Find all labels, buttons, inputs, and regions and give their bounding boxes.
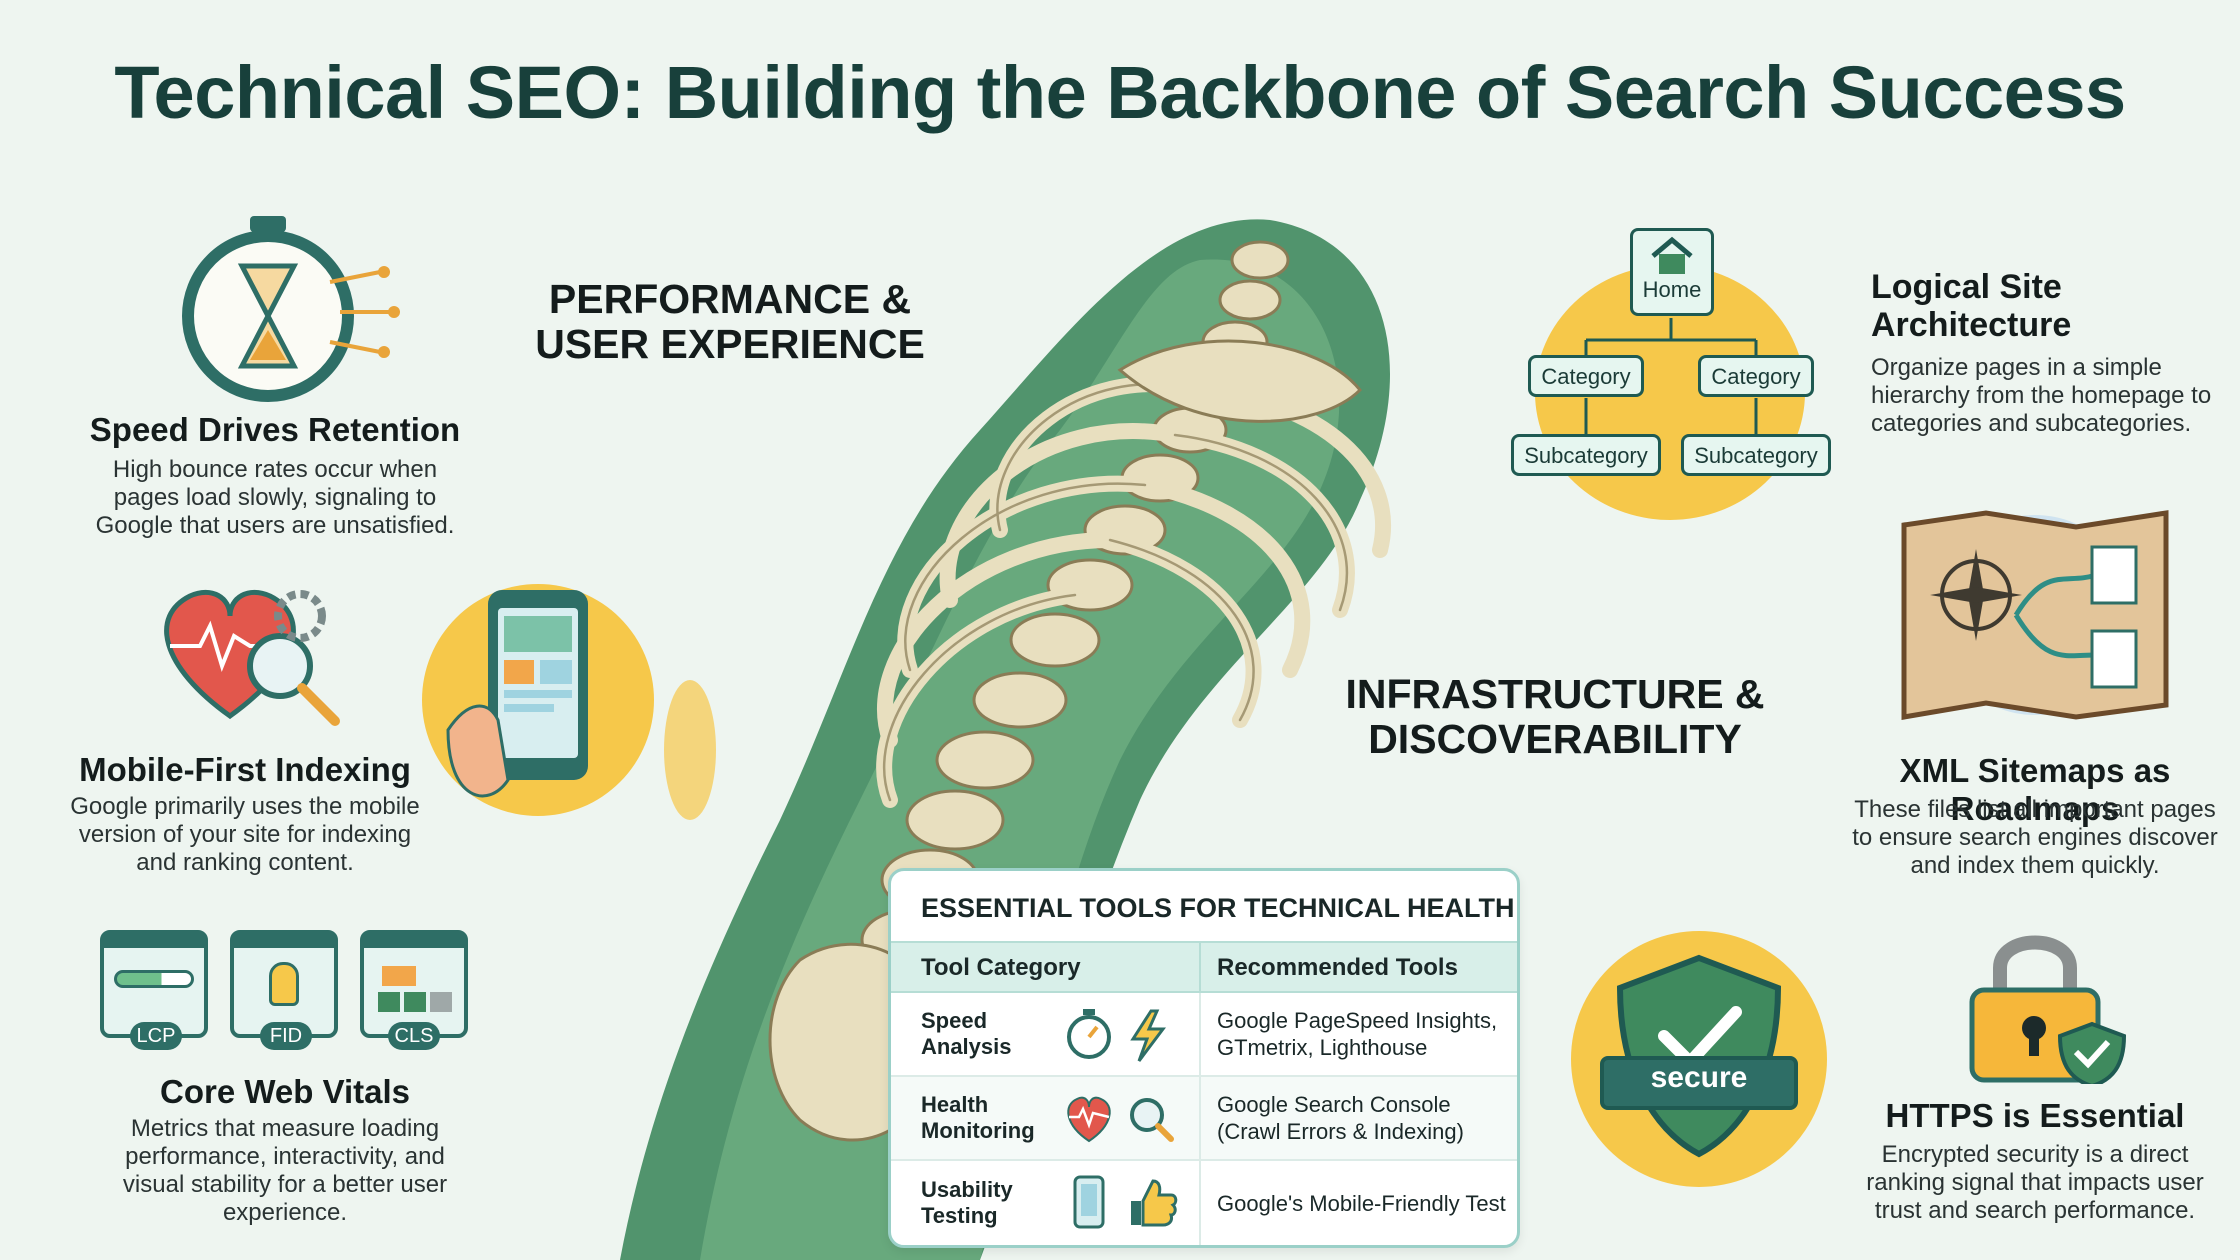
site-tree-connectors bbox=[1584, 318, 1758, 434]
row-icons bbox=[1073, 1175, 1178, 1229]
row-icons bbox=[1067, 1009, 1166, 1062]
row-category-line-2: Monitoring bbox=[921, 1118, 1035, 1143]
sitemaps-line-2: to ensure search engines discover bbox=[1852, 824, 2218, 851]
row-category-cell: Health Monitoring bbox=[891, 1077, 1201, 1159]
table-row: Usability Testing Google's Mobile-Friend… bbox=[891, 1161, 1517, 1245]
phone-icon bbox=[1073, 1175, 1105, 1229]
row-tools-line-1: Google's Mobile-Friendly Test bbox=[1217, 1190, 1506, 1216]
row-icons bbox=[1067, 1096, 1174, 1143]
row-tools-line-2: GTmetrix, Lighthouse bbox=[1217, 1035, 1428, 1060]
row-tools-cell: Google PageSpeed Insights, GTmetrix, Lig… bbox=[1201, 1007, 1517, 1061]
page-title: Technical SEO: Building the Backbone of … bbox=[114, 51, 2126, 134]
tools-table-title: ESSENTIAL TOOLS FOR TECHNICAL HEALTH bbox=[921, 893, 1515, 923]
row-category-label: Speed Analysis bbox=[921, 1008, 1041, 1060]
tree-node-category-right: Category bbox=[1698, 355, 1814, 397]
header-recommended-tools: Recommended Tools bbox=[1217, 954, 1458, 981]
magnifier-icon bbox=[1130, 1098, 1174, 1142]
cwv-line-2: performance, interactivity, and bbox=[125, 1143, 445, 1170]
performance-heading-line-1: PERFORMANCE & bbox=[548, 276, 912, 322]
header-tool-category: Tool Category bbox=[891, 943, 1201, 991]
speed-line-3: Google that users are unsatisfied. bbox=[95, 512, 455, 539]
https-line-3: trust and search performance. bbox=[1874, 1197, 2196, 1224]
stopwatch-icon bbox=[1067, 1009, 1111, 1059]
performance-heading: PERFORMANCE & USER EXPERIENCE bbox=[520, 277, 940, 367]
architecture-title-line-2: Architecture bbox=[1871, 306, 2072, 344]
lcp-badge: LCP bbox=[130, 1022, 182, 1050]
spine-illustration bbox=[620, 219, 1392, 1260]
https-line-2: ranking signal that impacts user bbox=[1866, 1169, 2204, 1196]
cwv-card-title: Core Web Vitals bbox=[159, 1073, 411, 1110]
mobile-card-body: Google primarily uses the mobile version… bbox=[40, 793, 450, 877]
cwv-card-body: Metrics that measure loading performance… bbox=[75, 1115, 495, 1227]
architecture-line-2: hierarchy from the homepage to bbox=[1871, 382, 2212, 409]
secure-badge-label: secure bbox=[1650, 1061, 1748, 1094]
stopwatch-icon bbox=[182, 216, 400, 402]
sitemaps-card-title: XML Sitemaps as Roadmaps bbox=[1899, 752, 2171, 827]
architecture-line-3: categories and subcategories. bbox=[1871, 410, 2192, 437]
infrastructure-heading-line-2: DISCOVERABILITY bbox=[1368, 716, 1742, 762]
treasure-map-icon bbox=[1901, 510, 2169, 720]
infrastructure-heading: INFRASTRUCTURE & DISCOVERABILITY bbox=[1320, 672, 1790, 762]
cwv-line-3: visual stability for a better user bbox=[122, 1171, 448, 1198]
architecture-card-title: Logical Site Architecture bbox=[1871, 268, 2071, 344]
row-tools-line-1: Google PageSpeed Insights, bbox=[1217, 1008, 1498, 1033]
speed-card-title: Speed Drives Retention bbox=[89, 411, 461, 448]
lightning-icon bbox=[1130, 1009, 1166, 1062]
row-category-label: Health Monitoring bbox=[921, 1092, 1041, 1144]
row-category-label: Usability Testing bbox=[921, 1177, 1041, 1229]
tree-home-label: Home bbox=[1642, 277, 1702, 302]
row-tools-cell: Google's Mobile-Friendly Test bbox=[1201, 1190, 1517, 1217]
architecture-card-body: Organize pages in a simple hierarchy fro… bbox=[1871, 354, 2231, 438]
table-row: Speed Analysis Google PageSpeed Insights… bbox=[891, 993, 1517, 1077]
speed-line-1: High bounce rates occur when bbox=[112, 456, 438, 483]
tools-table: ESSENTIAL TOOLS FOR TECHNICAL HEALTH Too… bbox=[888, 868, 1520, 1248]
row-category-cell: Speed Analysis bbox=[891, 993, 1201, 1075]
cls-window-icon bbox=[360, 930, 468, 1038]
speed-card-body: High bounce rates occur when pages load … bbox=[60, 456, 490, 540]
sitemaps-card-body: These files list all important pages to … bbox=[1830, 796, 2240, 880]
architecture-title-line-1: Logical Site bbox=[1871, 268, 2062, 306]
table-row: Health Monitoring Google Search Console … bbox=[891, 1077, 1517, 1161]
speed-line-2: pages load slowly, signaling to bbox=[113, 484, 437, 511]
row-category-cell: Usability Testing bbox=[891, 1161, 1201, 1245]
heart-magnifier-icon bbox=[164, 589, 340, 726]
mobile-line-1: Google primarily uses the mobile bbox=[70, 793, 420, 820]
tree-node-category-left: Category bbox=[1528, 355, 1644, 397]
performance-heading-line-2: USER EXPERIENCE bbox=[535, 321, 925, 367]
cwv-line-4: experience. bbox=[222, 1199, 348, 1226]
row-category-line-1: Health bbox=[921, 1092, 989, 1117]
infrastructure-heading-line-1: INFRASTRUCTURE & bbox=[1345, 671, 1765, 717]
https-card-body: Encrypted security is a direct ranking s… bbox=[1830, 1141, 2240, 1225]
sitemaps-line-3: and index them quickly. bbox=[1910, 852, 2160, 879]
https-line-1: Encrypted security is a direct bbox=[1881, 1141, 2189, 1168]
architecture-line-1: Organize pages in a simple bbox=[1871, 354, 2162, 381]
cwv-line-1: Metrics that measure loading bbox=[130, 1115, 440, 1142]
https-card-title: HTTPS is Essential bbox=[1885, 1097, 2185, 1134]
mobile-line-3: and ranking content. bbox=[136, 849, 354, 876]
heartbeat-icon bbox=[1067, 1096, 1111, 1143]
mobile-card-title: Mobile-First Indexing bbox=[79, 751, 411, 788]
home-icon bbox=[1651, 236, 1693, 274]
tools-table-header: Tool Category Recommended Tools bbox=[891, 941, 1517, 993]
mobile-line-2: version of your site for indexing bbox=[78, 821, 412, 848]
sitemaps-line-1: These files list all important pages bbox=[1854, 796, 2216, 823]
row-category-line-2: Analysis bbox=[921, 1034, 1012, 1059]
row-tools-line-2: (Crawl Errors & Indexing) bbox=[1217, 1119, 1464, 1144]
row-tools-line-1: Google Search Console bbox=[1217, 1092, 1451, 1117]
row-category-line-1: Usability bbox=[921, 1177, 1013, 1202]
row-tools-cell: Google Search Console (Crawl Errors & In… bbox=[1201, 1091, 1517, 1145]
tree-node-subcategory-right: Subcategory bbox=[1681, 434, 1831, 476]
padlock-icon bbox=[1969, 935, 2127, 1084]
thumbs-up-icon bbox=[1131, 1179, 1178, 1227]
cls-badge: CLS bbox=[388, 1022, 440, 1050]
phone-hand-icon bbox=[422, 584, 654, 816]
row-category-line-1: Speed bbox=[921, 1008, 988, 1033]
lcp-window-icon bbox=[100, 930, 208, 1038]
row-category-line-2: Testing bbox=[921, 1203, 998, 1228]
fid-badge: FID bbox=[260, 1022, 312, 1050]
secure-shield-icon bbox=[1571, 931, 1827, 1187]
tree-node-subcategory-left: Subcategory bbox=[1511, 434, 1661, 476]
